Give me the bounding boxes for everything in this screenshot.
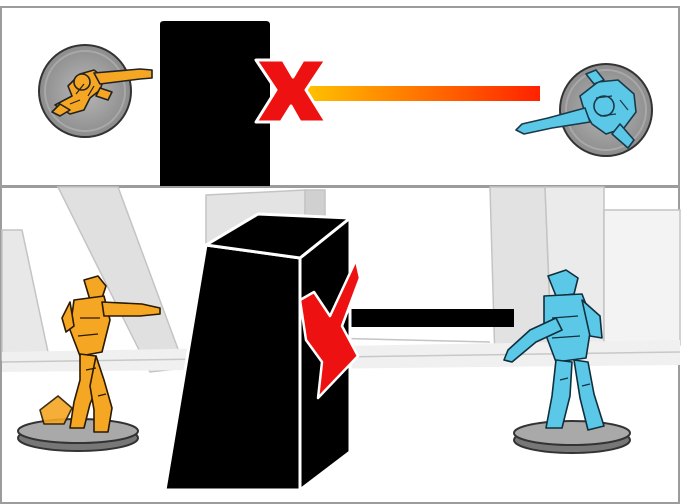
- blue-soldier-miniature: [503, 269, 631, 454]
- bottom-sight-beam: [338, 309, 514, 327]
- orange-soldier-base: [38, 44, 153, 138]
- blue-soldier-base: [515, 63, 653, 157]
- orange-soldier-miniature: [17, 275, 161, 452]
- top-panel: [0, 6, 680, 187]
- x-mark-icon: [254, 58, 328, 124]
- bottom-panel: [0, 186, 681, 504]
- x-mark-icon: [298, 258, 362, 400]
- top-obstacle-wall: [160, 21, 270, 186]
- top-sight-beam: [290, 86, 540, 101]
